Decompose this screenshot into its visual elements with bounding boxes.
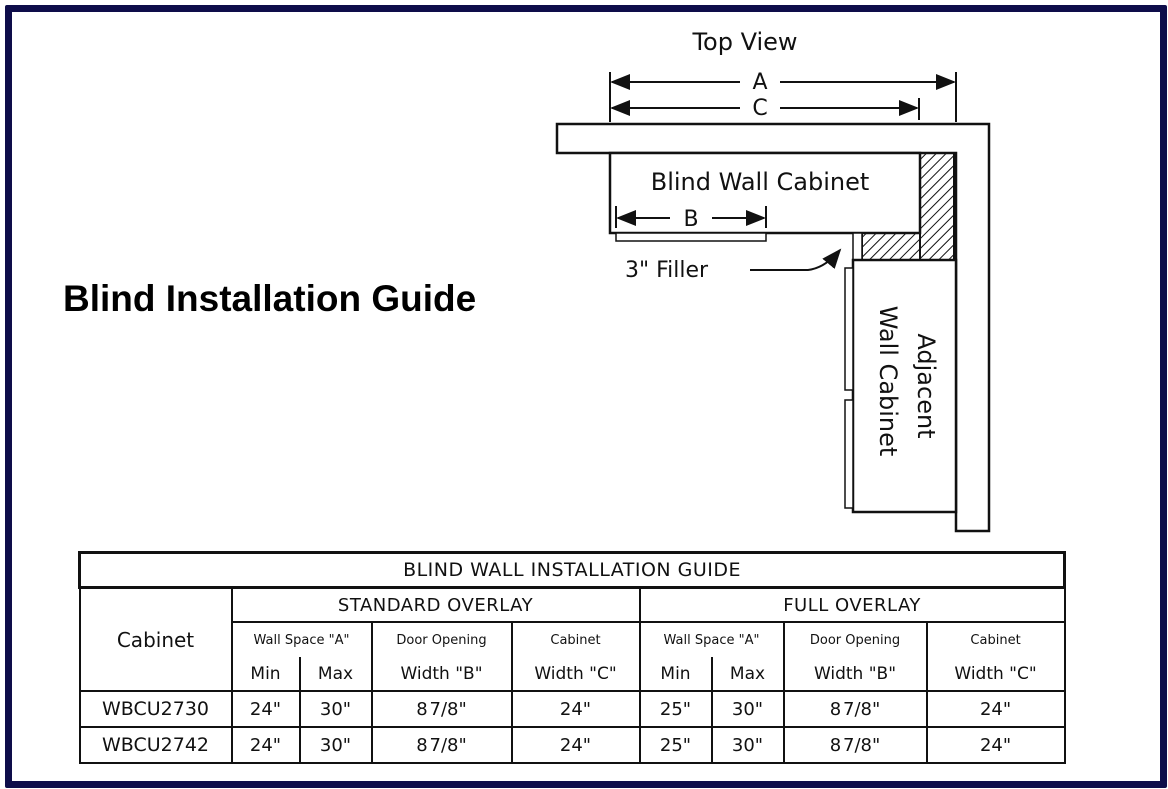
std-door-opening-header: Door Opening	[370, 621, 513, 657]
filler-block	[852, 232, 921, 261]
table-row: WBCU2742 24" 30" 8 7/8" 24" 25" 30" 8 7/…	[78, 726, 1066, 764]
adjacent-label-line2: Wall Cabinet	[874, 306, 902, 457]
table-title: BLIND WALL INSTALLATION GUIDE	[77, 551, 1067, 589]
full-width-c-cell: 24"	[925, 690, 1066, 728]
full-overlay-header: FULL OVERLAY	[638, 586, 1066, 623]
dimension-c: C	[610, 96, 920, 121]
std-max-cell: 30"	[298, 726, 373, 764]
std-door-width-cell: 8 7/8"	[370, 690, 513, 728]
page-title: Blind Installation Guide	[63, 278, 477, 319]
dimension-b: B	[615, 206, 767, 232]
door-inch-mark: "	[871, 698, 881, 720]
door-fraction: 7/8	[429, 698, 459, 720]
blind-cabinet-label: Blind Wall Cabinet	[651, 168, 870, 196]
full-door-width-cell: 8 7/8"	[782, 690, 928, 728]
filler-leader-line	[750, 248, 842, 271]
adjacent-label-line1: Adjacent	[912, 333, 940, 438]
std-cabinet-header: Cabinet	[510, 621, 641, 657]
model-cell: WBCU2730	[78, 690, 233, 728]
std-wall-space-header: Wall Space "A"	[230, 621, 373, 657]
dimension-c-label: C	[752, 96, 767, 121]
door-whole: 8	[829, 734, 842, 756]
door-whole: 8	[416, 698, 428, 720]
dimension-a-label: A	[752, 70, 767, 95]
door-inch-mark: "	[458, 698, 467, 720]
std-width-c-cell: 24"	[510, 726, 641, 764]
installation-guide-table: BLIND WALL INSTALLATION GUIDE Cabinet ST…	[77, 551, 1067, 764]
full-max-cell: 30"	[710, 690, 785, 728]
door-fraction: 7/8	[429, 734, 459, 756]
wall-outline	[555, 122, 991, 533]
full-min-cell: 25"	[638, 690, 713, 728]
dimension-b-label: B	[683, 207, 698, 232]
table-row: WBCU2730 24" 30" 8 7/8" 24" 25" 30" 8 7/…	[78, 690, 1066, 728]
door-fraction: 7/8	[843, 698, 872, 720]
cabinet-column-header: Cabinet	[78, 586, 233, 692]
std-door-width-cell: 8 7/8"	[370, 726, 513, 764]
std-width-b-header: Width "B"	[370, 657, 513, 692]
full-min-header: Min	[638, 657, 713, 692]
filler-label: 3" Filler	[625, 258, 709, 283]
std-width-c-header: Width "C"	[510, 657, 641, 692]
full-max-cell: 30"	[710, 726, 785, 764]
full-door-opening-header: Door Opening	[782, 621, 928, 657]
std-max-cell: 30"	[298, 690, 373, 728]
full-max-header: Max	[710, 657, 785, 692]
full-cabinet-header: Cabinet	[925, 621, 1066, 657]
full-door-width-cell: 8 7/8"	[782, 726, 928, 764]
standard-overlay-header: STANDARD OVERLAY	[230, 586, 641, 623]
model-cell: WBCU2742	[78, 726, 233, 764]
dimension-a: A	[609, 70, 957, 122]
std-max-header: Max	[298, 657, 373, 692]
std-min-cell: 24"	[230, 690, 301, 728]
door-inch-mark: "	[458, 734, 467, 756]
door-fraction: 7/8	[843, 734, 872, 756]
full-wall-space-header: Wall Space "A"	[638, 621, 785, 657]
door-whole: 8	[416, 734, 428, 756]
door-inch-mark: "	[871, 734, 881, 756]
std-min-header: Min	[230, 657, 301, 692]
door-whole: 8	[829, 698, 842, 720]
std-width-c-cell: 24"	[510, 690, 641, 728]
full-width-c-cell: 24"	[925, 726, 1066, 764]
full-width-b-header: Width "B"	[782, 657, 928, 692]
full-min-cell: 25"	[638, 726, 713, 764]
top-view-label: Top View	[691, 28, 797, 56]
top-view-diagram: Top View A C Blind Wall Cabinet B	[555, 28, 991, 533]
adjacent-wall-cabinet: Adjacent Wall Cabinet	[844, 258, 958, 514]
full-width-c-header: Width "C"	[925, 657, 1066, 692]
blind-wall-cabinet: Blind Wall Cabinet	[608, 151, 955, 261]
std-min-cell: 24"	[230, 726, 301, 764]
